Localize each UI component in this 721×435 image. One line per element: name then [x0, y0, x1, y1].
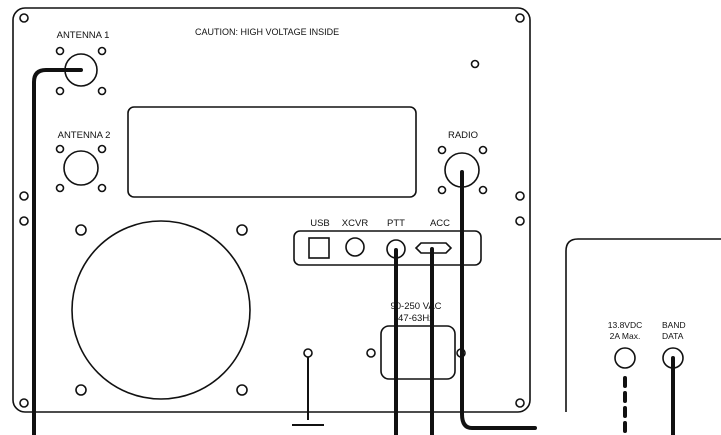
ptt-label: PTT [387, 218, 405, 229]
port-block [293, 230, 482, 266]
corner-screw [19, 13, 29, 23]
ac-inlet[interactable] [380, 325, 456, 380]
mount-hole [19, 216, 29, 226]
caution-label: CAUTION: HIGH VOLTAGE INSIDE [195, 27, 340, 37]
mount-hole [470, 59, 480, 69]
xcvr-port[interactable] [345, 237, 365, 257]
antenna2-label: ANTENNA 2 [57, 130, 111, 141]
acc-port[interactable] [414, 242, 453, 254]
dc-voltage-label: 13.8VDC [607, 320, 643, 330]
xcvr-label: XCVR [341, 218, 369, 229]
mount-hole [19, 191, 29, 201]
dc-current-label: 2A Max. [609, 331, 641, 341]
display-window [127, 106, 417, 198]
cooling-fan [71, 220, 251, 400]
acc-label: ACC [429, 218, 451, 229]
ac-frequency-label: 47-63Hz [398, 313, 434, 324]
antenna2-connector[interactable] [55, 144, 107, 193]
corner-screw [19, 398, 29, 408]
mount-hole [515, 216, 525, 226]
cables [32, 68, 675, 435]
antenna1-cable [32, 68, 83, 435]
radio-cable [460, 170, 537, 430]
band-label: BAND [662, 320, 686, 330]
radio-label: RADIO [447, 130, 479, 141]
amplifier-unit [565, 238, 721, 412]
rear-panel [12, 7, 531, 413]
usb-label: USB [310, 218, 330, 229]
corner-screw [515, 13, 525, 23]
dc-power-port[interactable] [614, 347, 636, 369]
ground-post[interactable] [303, 348, 313, 358]
usb-port[interactable] [308, 237, 330, 259]
antenna1-label: ANTENNA 1 [56, 30, 110, 41]
mount-hole [515, 191, 525, 201]
ac-voltage-label: 90-250 VAC [390, 301, 442, 312]
mount-hole [366, 348, 376, 358]
data-label: DATA [662, 331, 684, 341]
corner-screw [515, 398, 525, 408]
